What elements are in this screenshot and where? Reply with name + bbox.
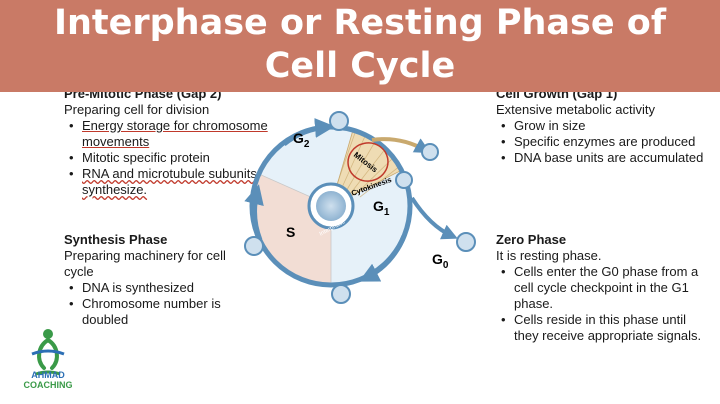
mitosis-outline xyxy=(347,142,389,182)
g1-subtitle: Extensive metabolic activity xyxy=(496,102,655,117)
label-g2: G2 xyxy=(293,130,310,150)
ring-arrow-left xyxy=(244,184,264,241)
g2-item-3: RNA and microtubule subunits synthesize. xyxy=(69,166,304,198)
g1-heading: Cell Growth (Gap 1) xyxy=(496,92,618,101)
cell-icon-right-top xyxy=(421,143,439,161)
g0-item-2: Cells reside in this phase until they re… xyxy=(501,312,706,344)
g2-item-1: Energy storage for chromosome movements xyxy=(69,118,304,150)
ring-arrow-bottom xyxy=(358,235,407,282)
g2-item-2: Mitotic specific protein xyxy=(69,150,304,166)
ahmad-coaching-logo xyxy=(31,329,65,376)
s-block: Synthesis Phase Preparing machinery for … xyxy=(64,232,239,328)
g1-item-3: DNA base units are accumulated xyxy=(501,150,706,166)
title-banner xyxy=(0,0,720,92)
label-g1: G1 xyxy=(373,198,390,218)
g0-arrow xyxy=(410,196,458,240)
ring-arrow-top xyxy=(282,117,335,146)
g1-item-1: Grow in size xyxy=(501,118,706,134)
title-line-2: Cell Cycle xyxy=(264,46,456,86)
g0-item-1: Cells enter the G0 phase from a cell cyc… xyxy=(501,264,706,312)
label-s: S xyxy=(286,224,295,240)
g1-block: Cell Growth (Gap 1) Extensive metabolic … xyxy=(496,92,706,204)
s-subtitle: Preparing machinery for cell cycle xyxy=(64,248,226,279)
cell-icon-bottom xyxy=(331,284,351,304)
logo-line-1: AHMAD xyxy=(31,370,65,380)
cell-icon-right xyxy=(395,171,413,189)
g2-heading: Pre-Mitotic Phase (Gap 2) xyxy=(64,92,222,101)
g0-block: Zero Phase It is resting phase. Cells en… xyxy=(496,232,706,344)
mitosis-arrow xyxy=(371,137,431,154)
s-item-2: Chromosome number is doubled xyxy=(69,296,239,328)
nucleus-inner xyxy=(316,191,346,221)
title-line-1: Interphase or Resting Phase of xyxy=(53,3,667,43)
cell-icon-top xyxy=(329,111,349,131)
cell-icon-g0 xyxy=(456,232,476,252)
g0-heading: Zero Phase xyxy=(496,232,567,247)
g2-block: Pre-Mitotic Phase (Gap 2) Preparing cell… xyxy=(64,92,304,210)
cell-icon-left xyxy=(244,236,264,256)
g2-subtitle: Preparing cell for division xyxy=(64,102,210,117)
logo-line-2: COACHING xyxy=(23,380,73,390)
s-item-1: DNA is synthesized xyxy=(69,280,239,296)
label-g0: G0 xyxy=(432,251,449,271)
g0-subtitle: It is resting phase. xyxy=(496,248,602,263)
g1-item-2: Specific enzymes are produced xyxy=(501,134,706,150)
s-heading: Synthesis Phase xyxy=(64,232,168,247)
